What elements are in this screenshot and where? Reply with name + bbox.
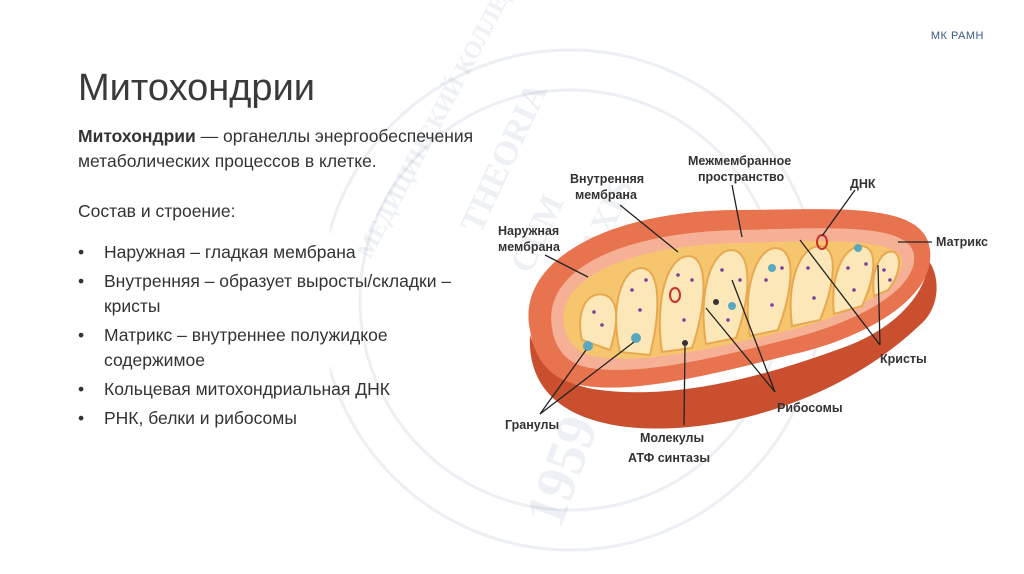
ribosome <box>770 303 774 307</box>
label-inner-membrane-1: Внутренняя <box>570 172 644 186</box>
bullet-icon: • <box>78 325 85 345</box>
ribosome <box>638 308 642 312</box>
cristae-group <box>579 244 901 357</box>
list-item: • Кольцевая митохондриальная ДНК <box>78 377 478 402</box>
leader-line <box>731 184 743 238</box>
point-text: Внутренняя – образует выросты/складки – … <box>104 271 452 316</box>
label-intermembrane-2: пространство <box>698 170 784 184</box>
crista <box>615 266 659 357</box>
granule <box>583 341 593 351</box>
slide-title: Митохондрии <box>78 67 316 110</box>
intro-paragraph: Митохондрии — органеллы энергообеспечени… <box>78 124 478 174</box>
bullet-icon: • <box>78 242 85 262</box>
point-text: Кольцевая митохондриальная ДНК <box>104 379 390 399</box>
ribosome <box>780 266 784 270</box>
granule <box>728 302 736 310</box>
section-title: Состав и строение: <box>78 201 236 221</box>
ribosome <box>682 318 686 322</box>
brand-logo: МК РАМН <box>930 30 984 42</box>
points-list: • Наружная – гладкая мембрана • Внутренняя… <box>78 240 478 431</box>
leader-line <box>619 204 679 253</box>
label-outer-membrane-2: мембрана <box>498 240 561 254</box>
label-outer-membrane-1: Наружная <box>498 224 559 238</box>
point-text: РНК, белки и рибосомы <box>104 408 297 428</box>
crista <box>579 293 618 352</box>
point-text: Наружная – гладкая мембрана <box>104 242 356 262</box>
atp-synthase <box>713 299 719 305</box>
leader-lines <box>539 184 932 426</box>
label-cristae: Кристы <box>880 352 927 366</box>
leader-line <box>877 264 881 346</box>
mitochondrion-illustration <box>528 209 937 429</box>
ribosome <box>882 268 886 272</box>
ribosome <box>864 262 868 266</box>
intro-rest: — органеллы энергообеспечения метаболиче… <box>78 126 474 171</box>
diagram-labels: Наружная мембрана Внутренняя мембрана Ме… <box>498 154 988 465</box>
ribosome <box>720 268 724 272</box>
crista <box>746 246 792 338</box>
bullet-icon: • <box>78 271 85 291</box>
crista <box>789 244 834 328</box>
label-ribosomes: Рибосомы <box>777 401 843 415</box>
ribosome <box>690 278 694 282</box>
leader-line <box>544 254 589 278</box>
ribosome <box>644 278 648 282</box>
text-block: Митохондрии — органеллы энергообеспечени… <box>78 124 478 435</box>
ribosome <box>738 278 742 282</box>
list-item: • РНК, белки и рибосомы <box>78 406 478 431</box>
label-dna: ДНК <box>850 177 876 191</box>
ribosome <box>592 310 596 314</box>
crista <box>872 250 901 298</box>
label-intermembrane-1: Межмембранное <box>688 154 791 168</box>
granule <box>768 264 776 272</box>
ribosome <box>846 266 850 270</box>
label-granules: Гранулы <box>505 418 559 432</box>
list-item: • Внутренняя – образует выросты/складки –… <box>78 269 478 319</box>
granule <box>854 244 862 252</box>
ribosome <box>806 266 810 270</box>
leader-line <box>539 341 635 415</box>
ribosome <box>726 318 730 322</box>
leader-line <box>799 239 881 346</box>
dna-ring <box>669 287 681 303</box>
leader-line <box>731 279 776 393</box>
label-atp-1: Молекулы <box>640 431 704 445</box>
list-item: • Матрикс – внутреннее полужидкое содержи… <box>78 323 478 373</box>
label-atp-2: АТФ синтазы <box>628 451 710 465</box>
leader-line <box>705 307 776 393</box>
leader-line <box>821 189 856 237</box>
granule <box>631 333 641 343</box>
ribosome <box>764 278 768 282</box>
leader-line <box>539 349 587 415</box>
leader-line <box>683 345 686 426</box>
outer-membrane-rim <box>529 260 937 429</box>
list-item: • Наружная – гладкая мембрана <box>78 240 478 265</box>
intro-term: Митохондрии <box>78 126 196 146</box>
bullet-icon: • <box>78 379 85 399</box>
ribosomes-group <box>592 262 892 327</box>
ribosome <box>676 273 680 277</box>
label-inner-membrane-2: мембрана <box>575 188 638 202</box>
point-text: Матрикс – внутреннее полужидкое содержим… <box>104 325 388 370</box>
bullet-icon: • <box>78 408 85 428</box>
ribosome <box>852 288 856 292</box>
ribosome <box>600 323 604 327</box>
atp-synthase <box>682 340 688 346</box>
mitochondrion-diagram: Наружная мембрана Внутренняя мембрана Ме… <box>498 154 988 465</box>
ribosome <box>630 288 634 292</box>
label-matrix: Матрикс <box>936 235 988 249</box>
ribosome <box>812 296 816 300</box>
ribosome <box>888 278 892 282</box>
